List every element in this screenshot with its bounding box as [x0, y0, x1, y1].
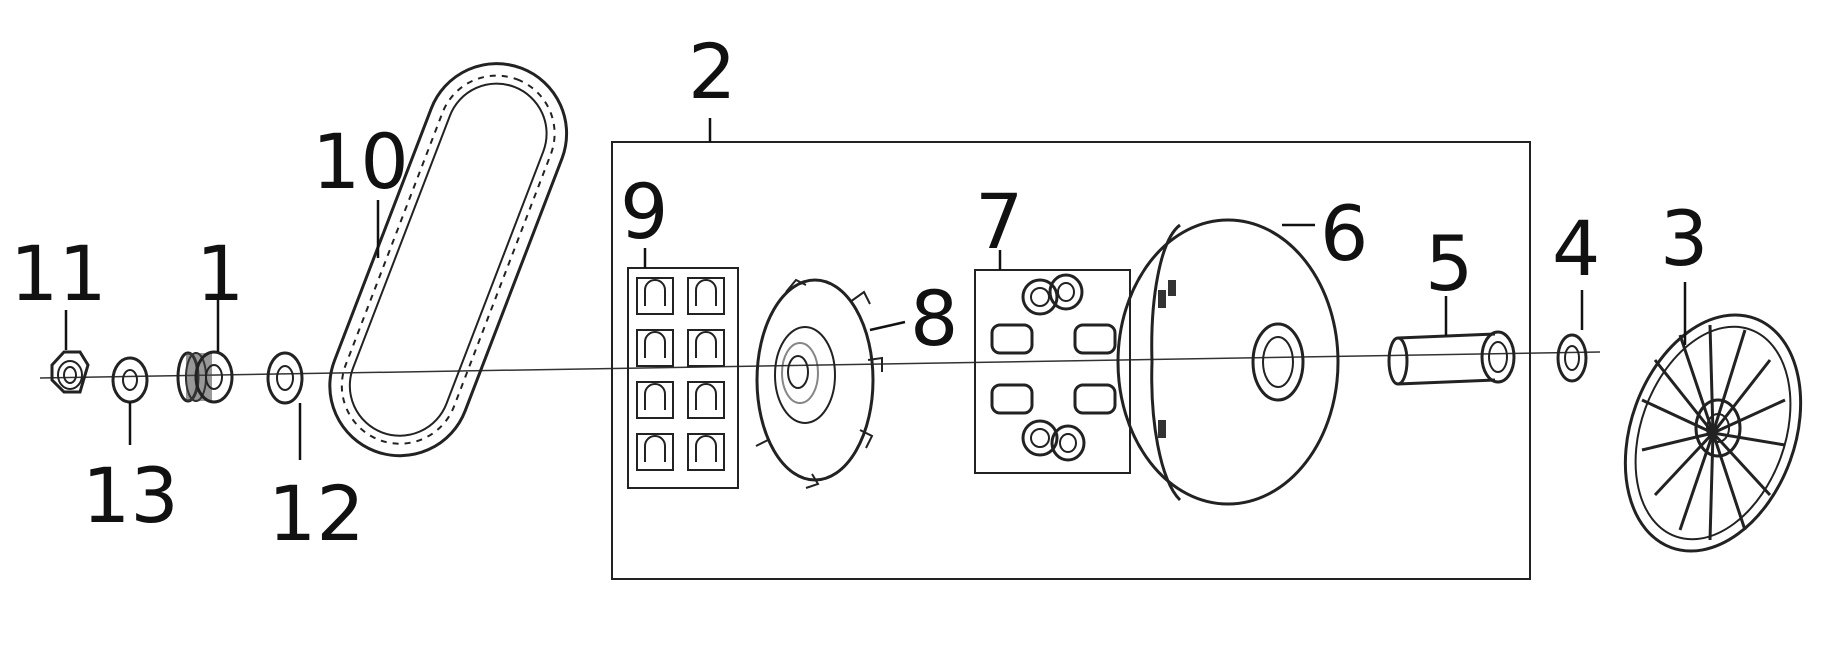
- callout-1: 1: [196, 229, 244, 318]
- callout-10: 10: [312, 117, 409, 206]
- callout-11: 11: [10, 229, 107, 318]
- callout-12: 12: [268, 469, 365, 558]
- callout-13: 13: [82, 451, 179, 540]
- part-9-slider-set: [627, 267, 739, 489]
- assembly-2-box: [611, 141, 1531, 580]
- part-5-spacer-tube: [1387, 330, 1516, 386]
- part-7-roller-set: [974, 269, 1131, 474]
- part-1-bushing: [176, 350, 234, 404]
- callout-3: 3: [1660, 194, 1708, 283]
- part-12-washer: [266, 351, 304, 405]
- callout-6: 6: [1320, 189, 1368, 278]
- part-3-fixed-drive-face: [1623, 313, 1803, 553]
- leader-8: [869, 320, 906, 332]
- part-6-drive-face: [1116, 218, 1340, 506]
- part-13-washer: [111, 356, 149, 404]
- callout-9: 9: [620, 167, 668, 256]
- part-4-washer: [1556, 333, 1588, 383]
- part-10-drive-belt: [328, 62, 569, 458]
- callout-5: 5: [1425, 219, 1473, 308]
- part-8-ramp-plate: [755, 278, 883, 489]
- callout-7: 7: [975, 177, 1023, 266]
- callout-2: 2: [688, 27, 736, 116]
- callout-4: 4: [1552, 204, 1600, 293]
- part-11-nut: [50, 350, 90, 394]
- callout-8: 8: [910, 274, 958, 363]
- center-axis: [39, 351, 1601, 379]
